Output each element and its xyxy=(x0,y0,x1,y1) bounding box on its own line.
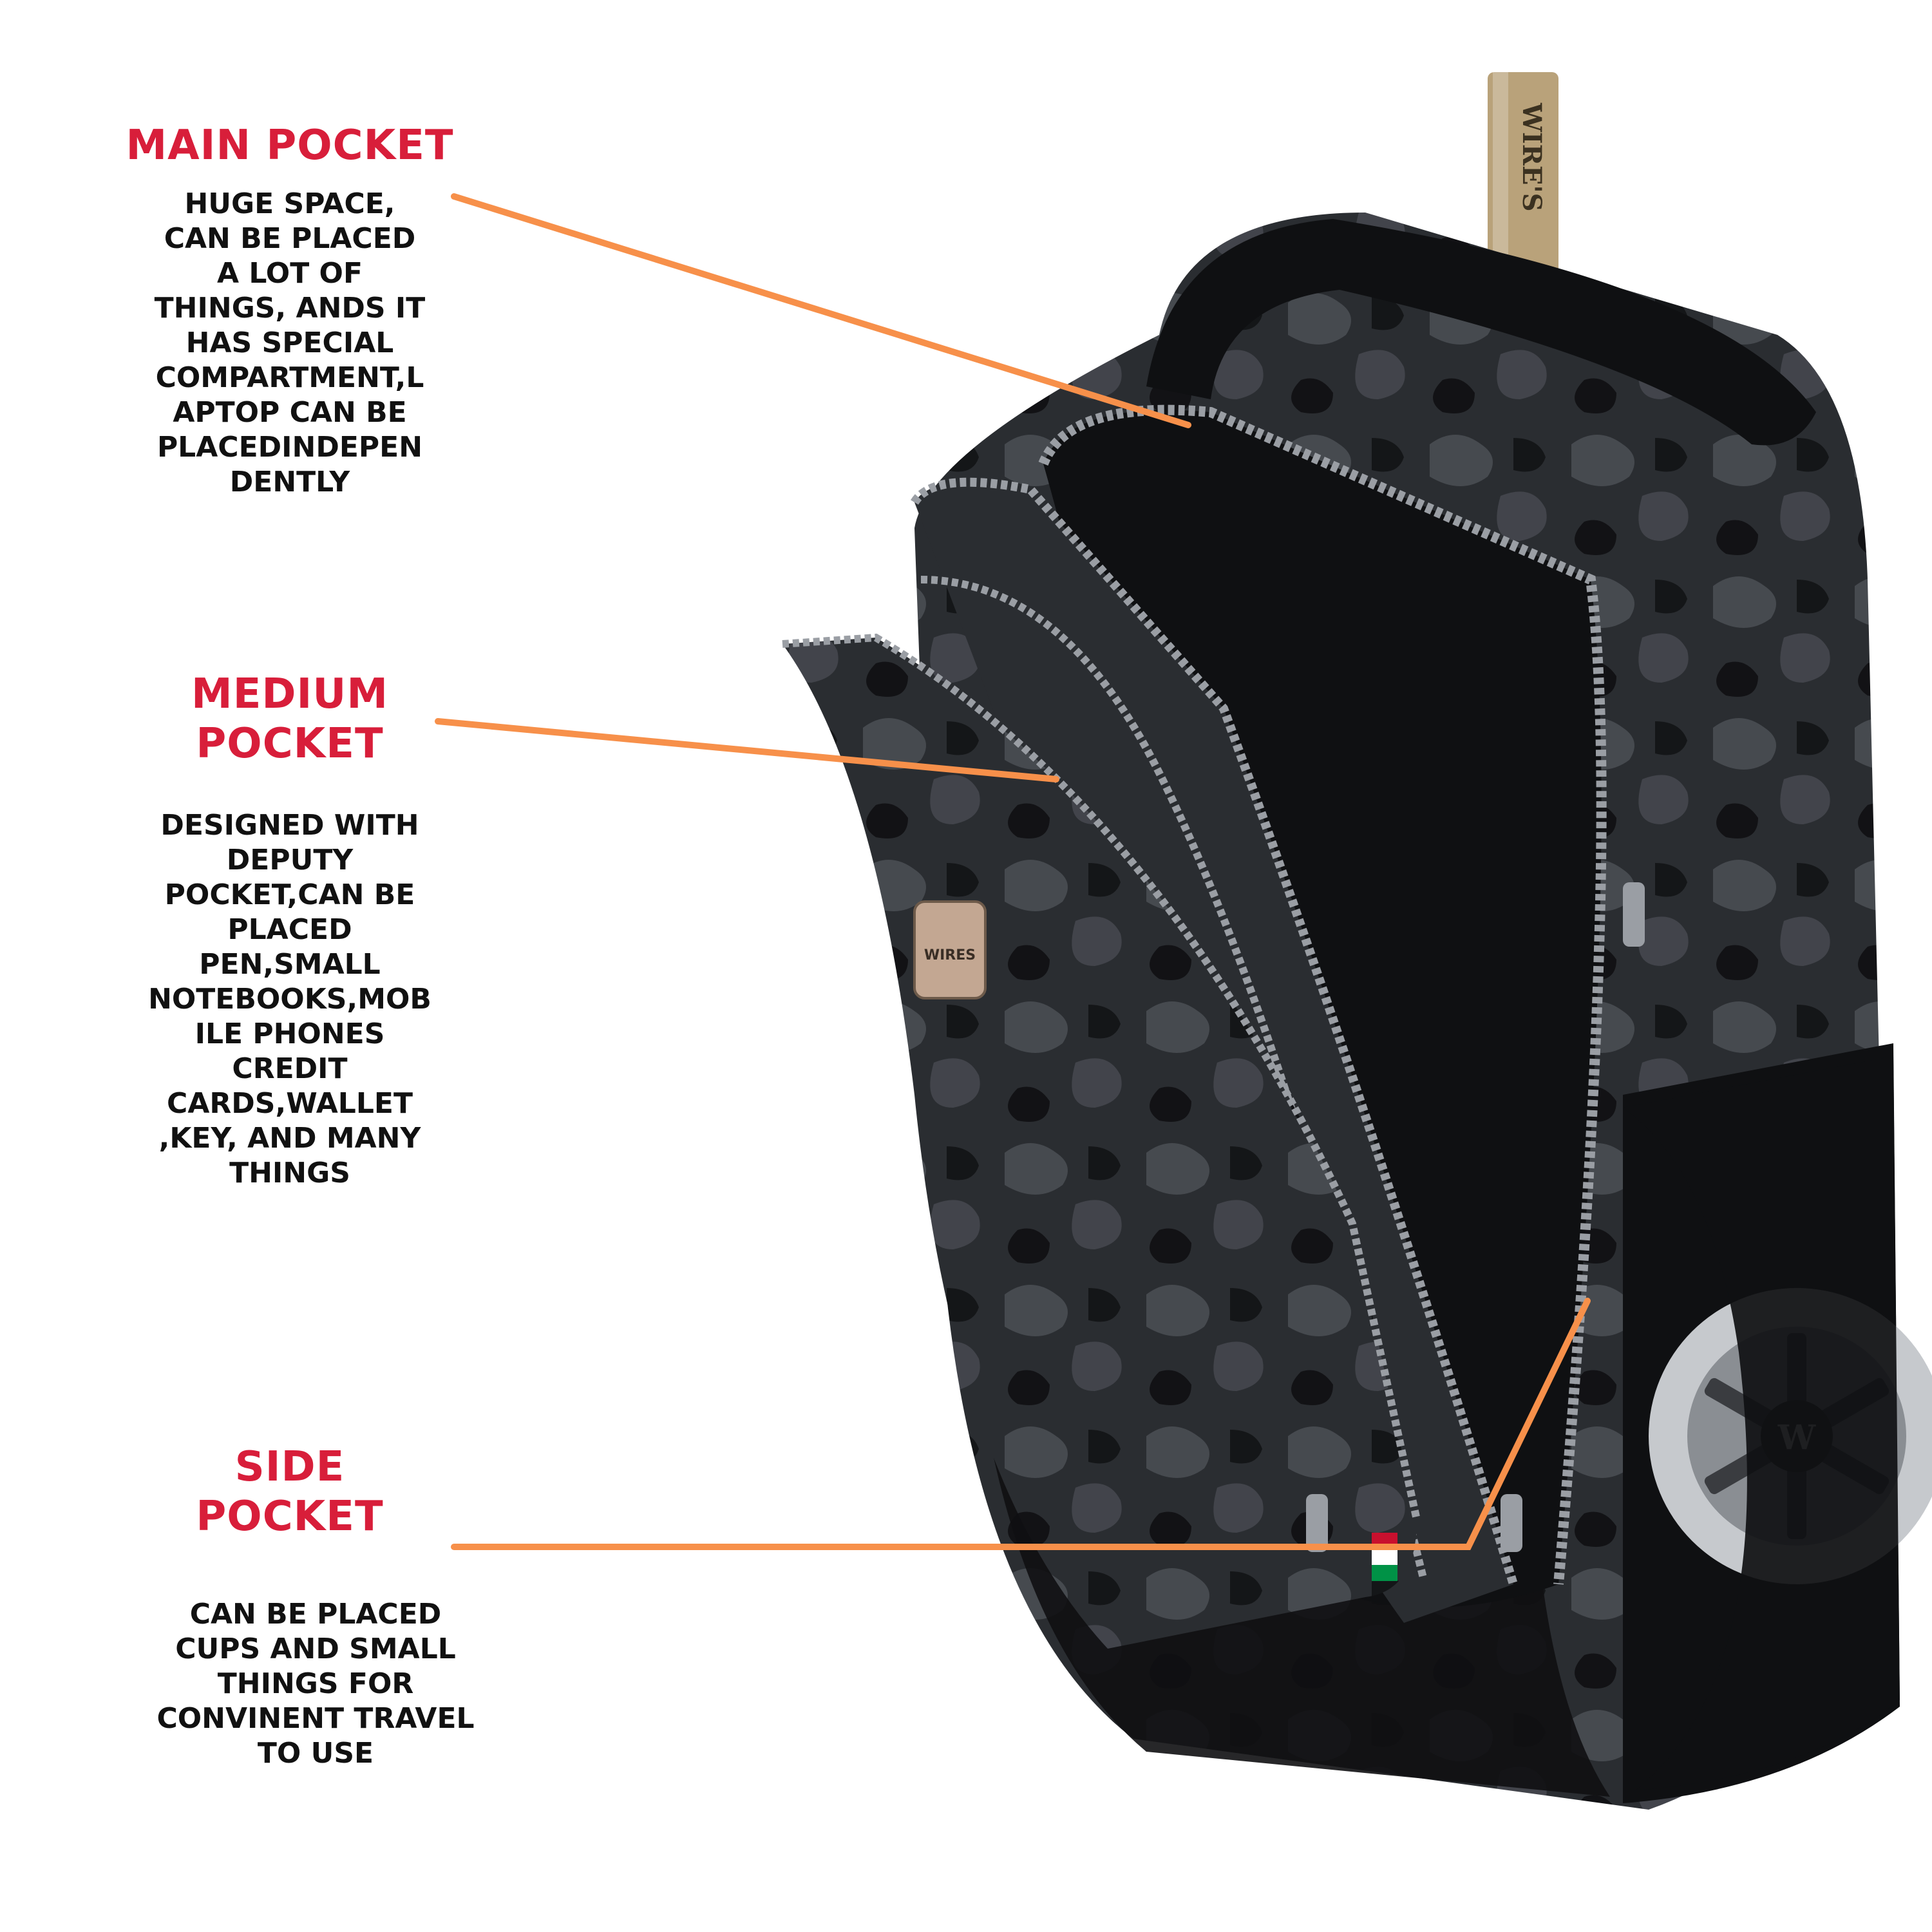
callout-lines xyxy=(435,193,1591,1550)
medium-pocket-description: DESIGNED WITH DEPUTY POCKET,CAN BE PLACE… xyxy=(148,809,431,1189)
callout-line-main xyxy=(451,193,1191,428)
callout-line-medium xyxy=(435,718,1059,782)
main-pocket-description: HUGE SPACE, CAN BE PLACED A LOT OF THING… xyxy=(154,187,426,498)
side-pocket-description: CAN BE PLACED CUPS AND SMALL THINGS FOR … xyxy=(156,1598,475,1770)
side-pocket-title: SIDE POCKET xyxy=(196,1443,384,1540)
brand-badge: WIRES xyxy=(913,900,987,999)
wheel-housing: W xyxy=(1623,1043,1932,1803)
main-pocket-title: MAIN POCKET xyxy=(126,122,454,169)
medium-pocket-title: MEDIUM POCKET xyxy=(191,670,388,768)
callout-line-side xyxy=(451,1298,1591,1550)
zipper-pulls xyxy=(1306,882,1645,1552)
front-flap: WIRES xyxy=(782,633,1421,1649)
badge-brand-text: WIRES xyxy=(924,947,976,963)
handle-brand-text: WIRE'S xyxy=(1517,102,1547,212)
